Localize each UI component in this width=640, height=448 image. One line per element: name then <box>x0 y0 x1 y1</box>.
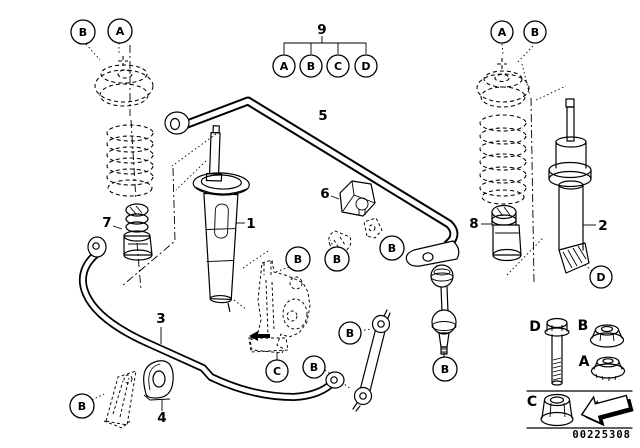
callout-letter: C <box>273 365 281 378</box>
direction-of-travel-arrow-icon <box>580 394 634 427</box>
callout-circles: B A A B C D A B B B B B <box>69 18 613 419</box>
callout-letter: B <box>78 400 86 413</box>
bolt-icon <box>544 317 570 386</box>
bar-end-paddle <box>405 240 460 267</box>
callout-d-shock[interactable]: D <box>589 265 613 289</box>
legend-label-d: D <box>529 319 541 335</box>
callout-b-knuckle[interactable]: B <box>285 246 311 272</box>
front-stabilizer-bar <box>78 236 345 401</box>
part-label-4[interactable]: 4 <box>157 410 166 426</box>
callout-letter: B <box>79 26 87 39</box>
callout-letter: B <box>310 361 318 374</box>
callout-b-link[interactable]: B <box>338 321 362 345</box>
callout-b-clamp[interactable]: B <box>324 246 350 272</box>
front-bump-stop <box>123 203 153 261</box>
part-label-6[interactable]: 6 <box>320 186 329 202</box>
callout-b-rear-link[interactable]: B <box>432 356 458 382</box>
legend-label-c: C <box>527 394 537 410</box>
flange-nut-icon <box>589 324 625 348</box>
part-label-7[interactable]: 7 <box>102 215 111 231</box>
callout-a-rear-mount[interactable]: A <box>490 20 514 44</box>
callout-letter: D <box>361 60 370 73</box>
rear-spring-mount-sketch <box>476 58 530 108</box>
callout-letter: C <box>334 60 342 73</box>
callout-letter: A <box>498 26 507 39</box>
callout-letter: A <box>280 60 289 73</box>
callout-b-front-mount[interactable]: B <box>70 19 96 45</box>
rear-bump-stop <box>491 204 522 262</box>
front-strut <box>192 125 250 312</box>
callout-b-kit[interactable]: B <box>299 54 323 78</box>
construction-lines <box>121 45 567 311</box>
callout-b-bracket[interactable]: B <box>69 393 95 419</box>
legend-label-a: A <box>579 354 590 370</box>
rear-stabilizer-bar <box>164 96 460 267</box>
direction-marker-arrow-icon <box>249 331 270 341</box>
callout-a-front-mount[interactable]: A <box>107 18 133 44</box>
callout-letter: B <box>531 26 539 39</box>
front-stabilizer-link <box>352 309 391 412</box>
callout-c-kit[interactable]: C <box>326 54 350 78</box>
stabilizer-clamp <box>143 360 174 401</box>
part-label-8[interactable]: 8 <box>469 216 478 232</box>
callout-b-bar-end[interactable]: B <box>379 235 405 261</box>
bar-eyelet <box>164 111 190 135</box>
callout-b-eyelet[interactable]: B <box>302 355 326 379</box>
callout-letter: B <box>294 253 302 266</box>
callout-b-rear-mount[interactable]: B <box>523 20 547 44</box>
part-label-2[interactable]: 2 <box>598 218 607 234</box>
callout-c-knuckle[interactable]: C <box>265 359 289 383</box>
rear-stabilizer-link <box>430 264 457 355</box>
doc-number: 00225308 <box>572 429 631 441</box>
callout-letter: B <box>441 363 449 376</box>
part-label-3[interactable]: 3 <box>156 311 165 327</box>
callout-letter: B <box>333 253 341 266</box>
callout-letter: B <box>346 327 354 340</box>
front-strut-mount-sketch <box>94 56 154 107</box>
part-number-labels: 1 2 3 4 5 6 7 8 9 <box>102 22 607 426</box>
part-label-5[interactable]: 5 <box>318 108 327 124</box>
rear-shock-absorber <box>548 98 592 274</box>
bar-eyelet <box>325 371 345 389</box>
bar-eyelet <box>87 236 107 258</box>
front-coil-spring <box>106 124 154 197</box>
part-label-9[interactable]: 9 <box>317 22 326 38</box>
callout-letter: A <box>116 25 125 38</box>
stabilizer-bracket-sketch <box>103 370 137 429</box>
callout-letter: B <box>307 60 315 73</box>
stabilizer-bushing <box>339 180 376 217</box>
callout-letter: D <box>596 271 605 284</box>
legend-label-b: B <box>578 318 589 334</box>
callout-letter: B <box>388 242 396 255</box>
callout-a-kit[interactable]: A <box>272 54 296 78</box>
fastener-legend: D B A C <box>526 317 634 441</box>
part-leader-lines <box>112 36 596 411</box>
lock-nut-icon <box>590 356 626 381</box>
part-label-1[interactable]: 1 <box>246 216 255 232</box>
callout-d-kit[interactable]: D <box>354 54 378 78</box>
rear-coil-spring <box>479 114 527 205</box>
steering-knuckle-sketch <box>248 259 311 354</box>
collar-nut-icon <box>540 393 574 427</box>
